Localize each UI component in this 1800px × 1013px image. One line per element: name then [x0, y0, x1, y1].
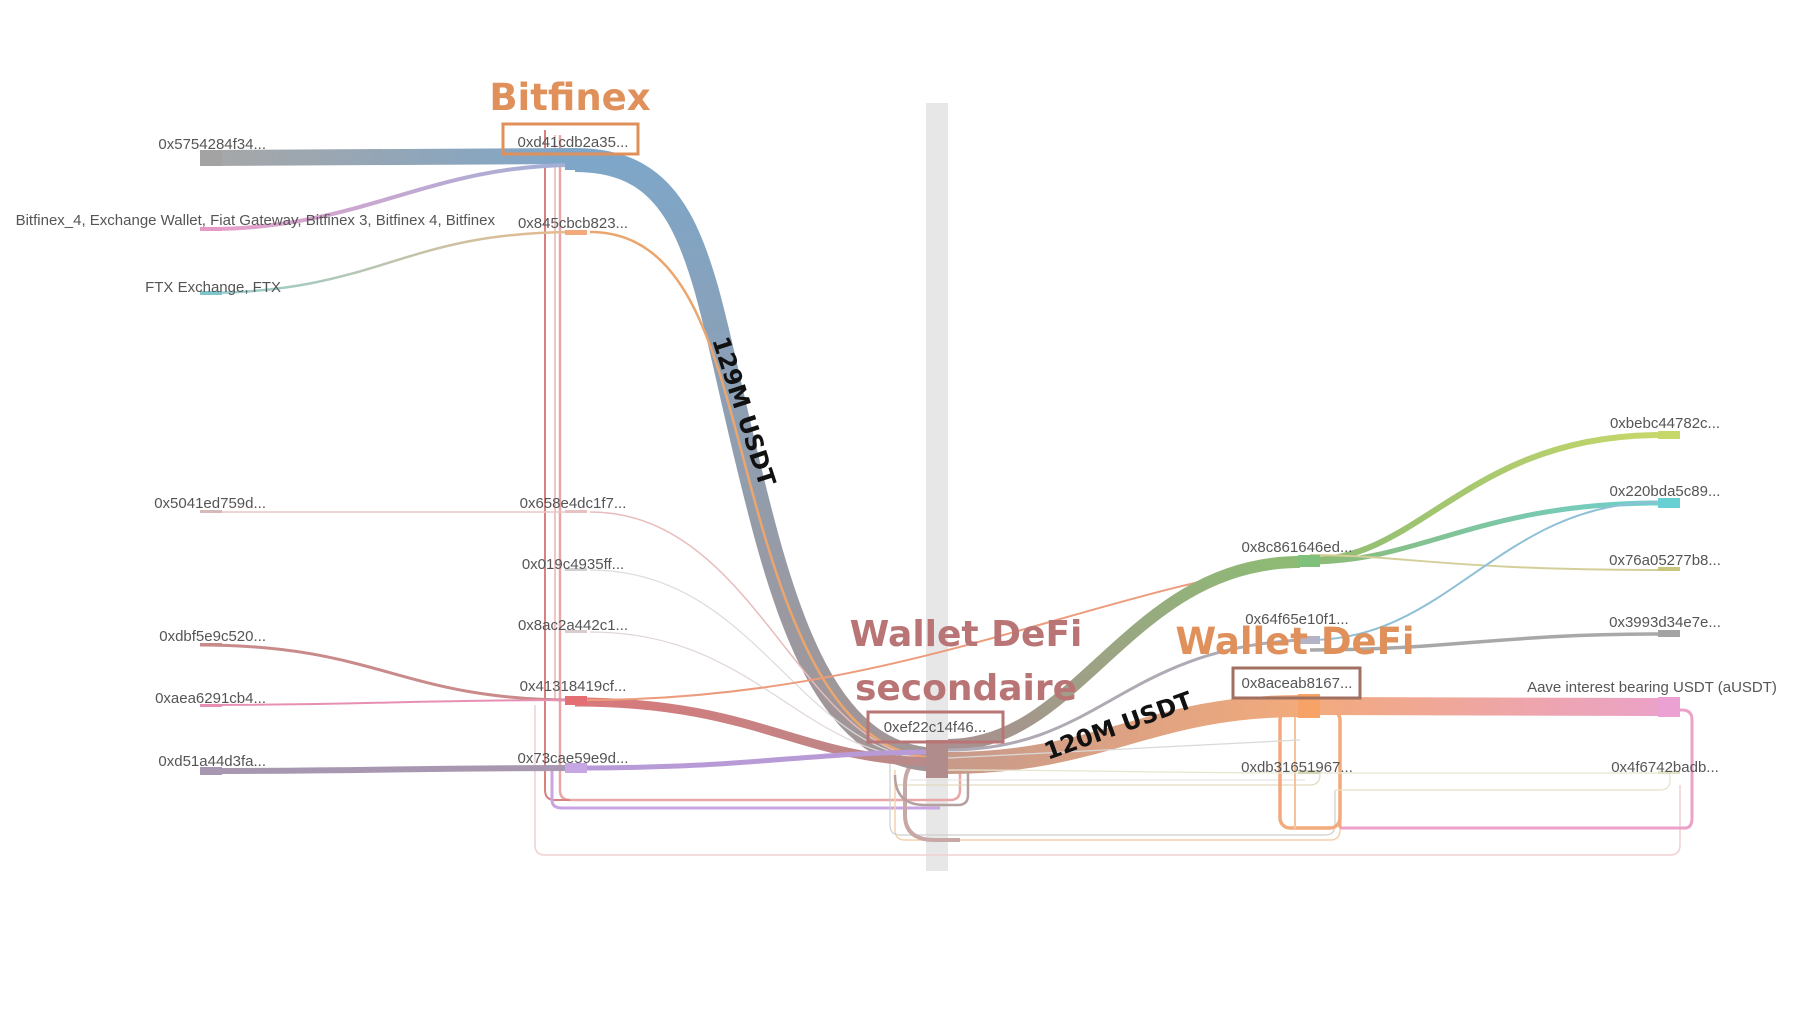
label-dbf5: 0xdbf5e9c520...: [159, 628, 266, 645]
node-labels: 0x5754284f34... Bitfinex_4, Exchange Wal…: [16, 134, 1777, 776]
node-64f6[interactable]: [1298, 636, 1320, 644]
label-db31: 0xdb31651967...: [1241, 759, 1353, 776]
node-db31[interactable]: [1298, 770, 1320, 774]
label-8c86: 0x8c861646ed...: [1242, 539, 1353, 556]
node-73ca[interactable]: [565, 763, 587, 773]
node-3993[interactable]: [1658, 630, 1680, 637]
label-aave: Aave interest bearing USDT (aUSDT): [1527, 679, 1777, 696]
node-d51a[interactable]: [200, 767, 222, 775]
label-d51a: 0xd51a44d3fa...: [158, 753, 266, 770]
node-ftx[interactable]: [200, 291, 222, 295]
label-3993: 0x3993d34e7e...: [1609, 614, 1721, 631]
node-bebc[interactable]: [1658, 431, 1680, 439]
highlight-box-8ace: [1231, 666, 1362, 700]
label-4f67: 0x4f6742badb...: [1611, 759, 1719, 776]
node-4f67[interactable]: [1658, 771, 1680, 774]
annotation-wallet-defi-secondary-2: secondaire: [855, 668, 1077, 709]
label-4131: 0x41318419cf...: [520, 678, 627, 695]
node-8ac2[interactable]: [565, 630, 587, 633]
annotation-wallet-defi-main: Wallet DeFi: [1175, 620, 1414, 663]
label-658e: 0x658e4dc1f7...: [520, 495, 627, 512]
label-bebc: 0xbebc44782c...: [1610, 415, 1720, 432]
node-220b[interactable]: [1658, 498, 1680, 508]
node-aea6[interactable]: [200, 704, 222, 707]
highlight-box-d41c: [501, 122, 640, 156]
node-bitfinex-group[interactable]: [200, 227, 222, 231]
middle-links: [574, 511, 1301, 771]
label-d41c: 0xd41cdb2a35...: [518, 134, 629, 151]
annotation-wallet-defi-secondary-1: Wallet DeFi: [850, 614, 1083, 655]
node-ef22[interactable]: [926, 740, 948, 778]
node-4131[interactable]: [565, 696, 587, 705]
label-019c: 0x019c4935ff...: [522, 556, 624, 573]
label-bitfinex-group: Bitfinex_4, Exchange Wallet, Fiat Gatewa…: [16, 212, 496, 229]
label-8ac2: 0x8ac2a442c1...: [518, 617, 628, 634]
label-ef22: 0xef22c14f46...: [884, 719, 987, 736]
node-5041[interactable]: [200, 510, 222, 513]
node-aave[interactable]: [1658, 697, 1680, 717]
central-column: [926, 103, 948, 871]
node-dbf5[interactable]: [200, 643, 222, 646]
label-220b: 0x220bda5c89...: [1610, 483, 1721, 500]
label-5754: 0x5754284f34...: [158, 136, 266, 153]
loop-links: [534, 130, 1694, 856]
annotation-bitfinex: Bitfinex: [489, 76, 650, 119]
highlight-box-ef22: [866, 710, 1005, 744]
label-76a0: 0x76a05277b8...: [1609, 552, 1721, 569]
label-845c: 0x845cbcb823...: [518, 215, 628, 232]
label-aea6: 0xaea6291cb4...: [155, 690, 266, 707]
node-8c86[interactable]: [1298, 555, 1320, 567]
node-658e[interactable]: [565, 510, 587, 513]
node-8ace[interactable]: [1298, 694, 1320, 718]
node-76a0[interactable]: [1658, 567, 1680, 571]
flow-129m-link: [574, 148, 941, 772]
right-links: [947, 432, 1661, 774]
label-73ca: 0x73cae59e9d...: [518, 750, 629, 767]
nodes: [200, 150, 1680, 778]
node-019c[interactable]: [565, 568, 587, 571]
label-64f6: 0x64f65e10f1...: [1245, 611, 1348, 628]
node-845c[interactable]: [565, 230, 587, 235]
label-ftx: FTX Exchange, FTX: [145, 279, 281, 296]
left-links: [199, 148, 576, 774]
node-5754[interactable]: [200, 150, 222, 166]
flow-845c-link: [589, 230, 941, 760]
highlight-boxes: [501, 122, 1362, 744]
label-8ace: 0x8aceab8167...: [1242, 675, 1353, 692]
label-5041: 0x5041ed759d...: [154, 495, 266, 512]
